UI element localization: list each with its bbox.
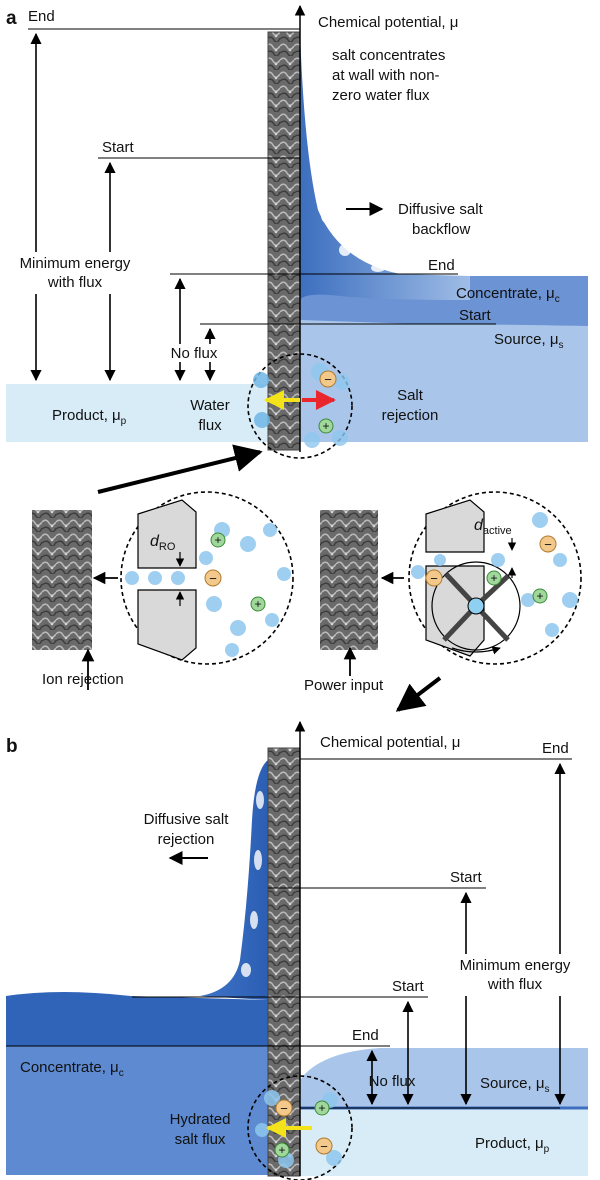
min-energy-line1-b: Minimum energy — [460, 957, 571, 974]
cation-b-2: + — [274, 1142, 290, 1158]
svg-text:+: + — [490, 571, 497, 585]
diffusive-line1-a: Diffusive salt — [398, 201, 484, 218]
product-region-a — [6, 384, 268, 442]
concentrate-top-b — [6, 992, 268, 1046]
active-anion-1: − — [539, 535, 557, 553]
svg-text:+: + — [322, 419, 329, 433]
svg-text:+: + — [536, 589, 543, 603]
hydrated-line1: Hydrated — [170, 1111, 231, 1128]
zoom-circle-b — [247, 1075, 353, 1180]
salt-rejection-line2: rejection — [382, 407, 439, 424]
svg-text:−: − — [209, 571, 217, 586]
svg-text:+: + — [318, 1101, 325, 1115]
active-pore-upper-wall — [425, 499, 485, 553]
ro-membrane-image — [32, 510, 92, 650]
salt-rejection-line1: Salt — [397, 387, 424, 404]
min-energy-line2-b: with flux — [487, 976, 543, 993]
salt-plume-a — [300, 30, 470, 300]
active-water-molecules — [411, 512, 578, 637]
active-cation-1: + — [486, 570, 502, 586]
middle-row: Ion rejection dRO + − + Power input dact… — [32, 491, 582, 694]
wall-droplets-a — [304, 51, 385, 272]
product-label-a: Product, μp — [52, 407, 127, 427]
min-energy-line1-a: Minimum energy — [20, 255, 131, 272]
axis-title-b: Chemical potential, μ — [320, 734, 460, 751]
ro-pore-upper-wall — [137, 499, 197, 569]
d-ro-label: dRO — [150, 533, 176, 553]
start-left-label-a: Start — [102, 139, 135, 156]
source-label-b: Source, μs — [480, 1075, 550, 1095]
active-pore-lower-wall — [425, 565, 485, 657]
power-input-label: Power input — [304, 677, 384, 694]
svg-text:−: − — [280, 1101, 288, 1116]
water-flux-line2: flux — [198, 417, 222, 434]
wall-droplets-b — [241, 791, 264, 977]
ro-cation-2: + — [250, 596, 266, 612]
diffusive-line2-a: backflow — [412, 221, 471, 238]
end-lower-label-b: End — [352, 1027, 379, 1044]
cation-a: + — [318, 418, 334, 434]
zoom-circle-a — [247, 353, 353, 459]
svg-text:−: − — [320, 1139, 328, 1154]
hydrated-line2: salt flux — [175, 1131, 226, 1148]
ro-water-molecules — [125, 522, 291, 657]
salt-plume-b — [200, 760, 268, 1000]
ro-anion: − — [204, 569, 222, 587]
diffusive-line2-b: rejection — [158, 831, 215, 848]
panel-b-label: b — [6, 736, 18, 757]
svg-text:−: − — [324, 372, 332, 387]
active-membrane-image — [320, 510, 378, 650]
svg-text:−: − — [430, 571, 438, 586]
product-label-b: Product, μp — [475, 1135, 550, 1155]
connector-arrow-up — [97, 444, 263, 494]
anion-b-2: − — [315, 1137, 333, 1155]
anion-b-1: − — [275, 1099, 293, 1117]
ro-cation-1: + — [210, 532, 226, 548]
active-anion-2: − — [425, 569, 443, 587]
cation-b-1: + — [314, 1100, 330, 1116]
svg-text:+: + — [214, 533, 221, 547]
panel-a: a Chemical potential, μ End Start End St… — [6, 4, 588, 459]
no-flux-label-b: No flux — [369, 1073, 416, 1090]
d-active-label: dactive — [474, 517, 512, 537]
wall-note-line3: zero water flux — [332, 87, 430, 104]
anion-a: − — [319, 370, 337, 388]
axis-title-a: Chemical potential, μ — [318, 14, 458, 31]
concentrate-label-a: Concentrate, μc — [456, 285, 560, 305]
svg-text:−: − — [544, 537, 552, 552]
water-molecules-a — [253, 363, 350, 448]
end-top-label-b: End — [542, 740, 569, 757]
panel-a-label: a — [6, 8, 17, 29]
min-energy-line2-a: with flux — [47, 274, 103, 291]
concentrate-region-b — [6, 1045, 268, 1175]
start-lower-label-b: Start — [392, 978, 425, 995]
start-right-label-a: Start — [459, 307, 492, 324]
concentrate-label-b: Concentrate, μc — [20, 1059, 124, 1079]
diffusive-line1-b: Diffusive salt — [144, 811, 230, 828]
start-upper-label-b: Start — [450, 869, 483, 886]
panel-b: b Chemical potential, μ End Start Start … — [6, 720, 588, 1180]
rotor — [431, 561, 521, 655]
source-label-a: Source, μs — [494, 331, 564, 351]
end-right-label-a: End — [428, 257, 455, 274]
no-flux-label-a: No flux — [171, 345, 218, 362]
connector-arrow-down — [395, 676, 442, 712]
product-region-b — [300, 1108, 588, 1176]
wall-note-line2: at wall with non- — [332, 67, 440, 84]
wall-note-line1: salt concentrates — [332, 47, 445, 64]
water-flux-line1: Water — [190, 397, 229, 414]
end-top-label-a: End — [28, 8, 55, 25]
svg-text:+: + — [278, 1143, 285, 1157]
ro-pore-lower-wall — [137, 589, 197, 661]
membrane-a — [267, 31, 301, 451]
ion-rejection-label: Ion rejection — [42, 671, 124, 688]
active-cation-2: + — [532, 588, 548, 604]
svg-text:+: + — [254, 597, 261, 611]
